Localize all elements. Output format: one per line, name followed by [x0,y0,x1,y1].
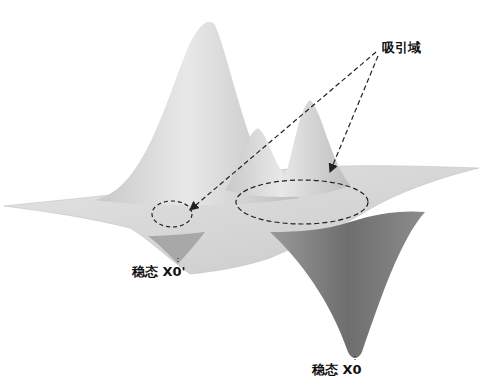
leader-arrow [190,52,376,210]
leader-arrow [330,56,378,172]
state-marker [178,258,179,262]
region-label: 吸引域 [382,40,421,56]
state-marker [355,356,356,360]
state-label: 稳态 X0' [132,264,186,280]
basin-outline [152,201,192,227]
basin-outline [236,180,368,224]
state-label: 稳态 X0 [312,362,362,378]
